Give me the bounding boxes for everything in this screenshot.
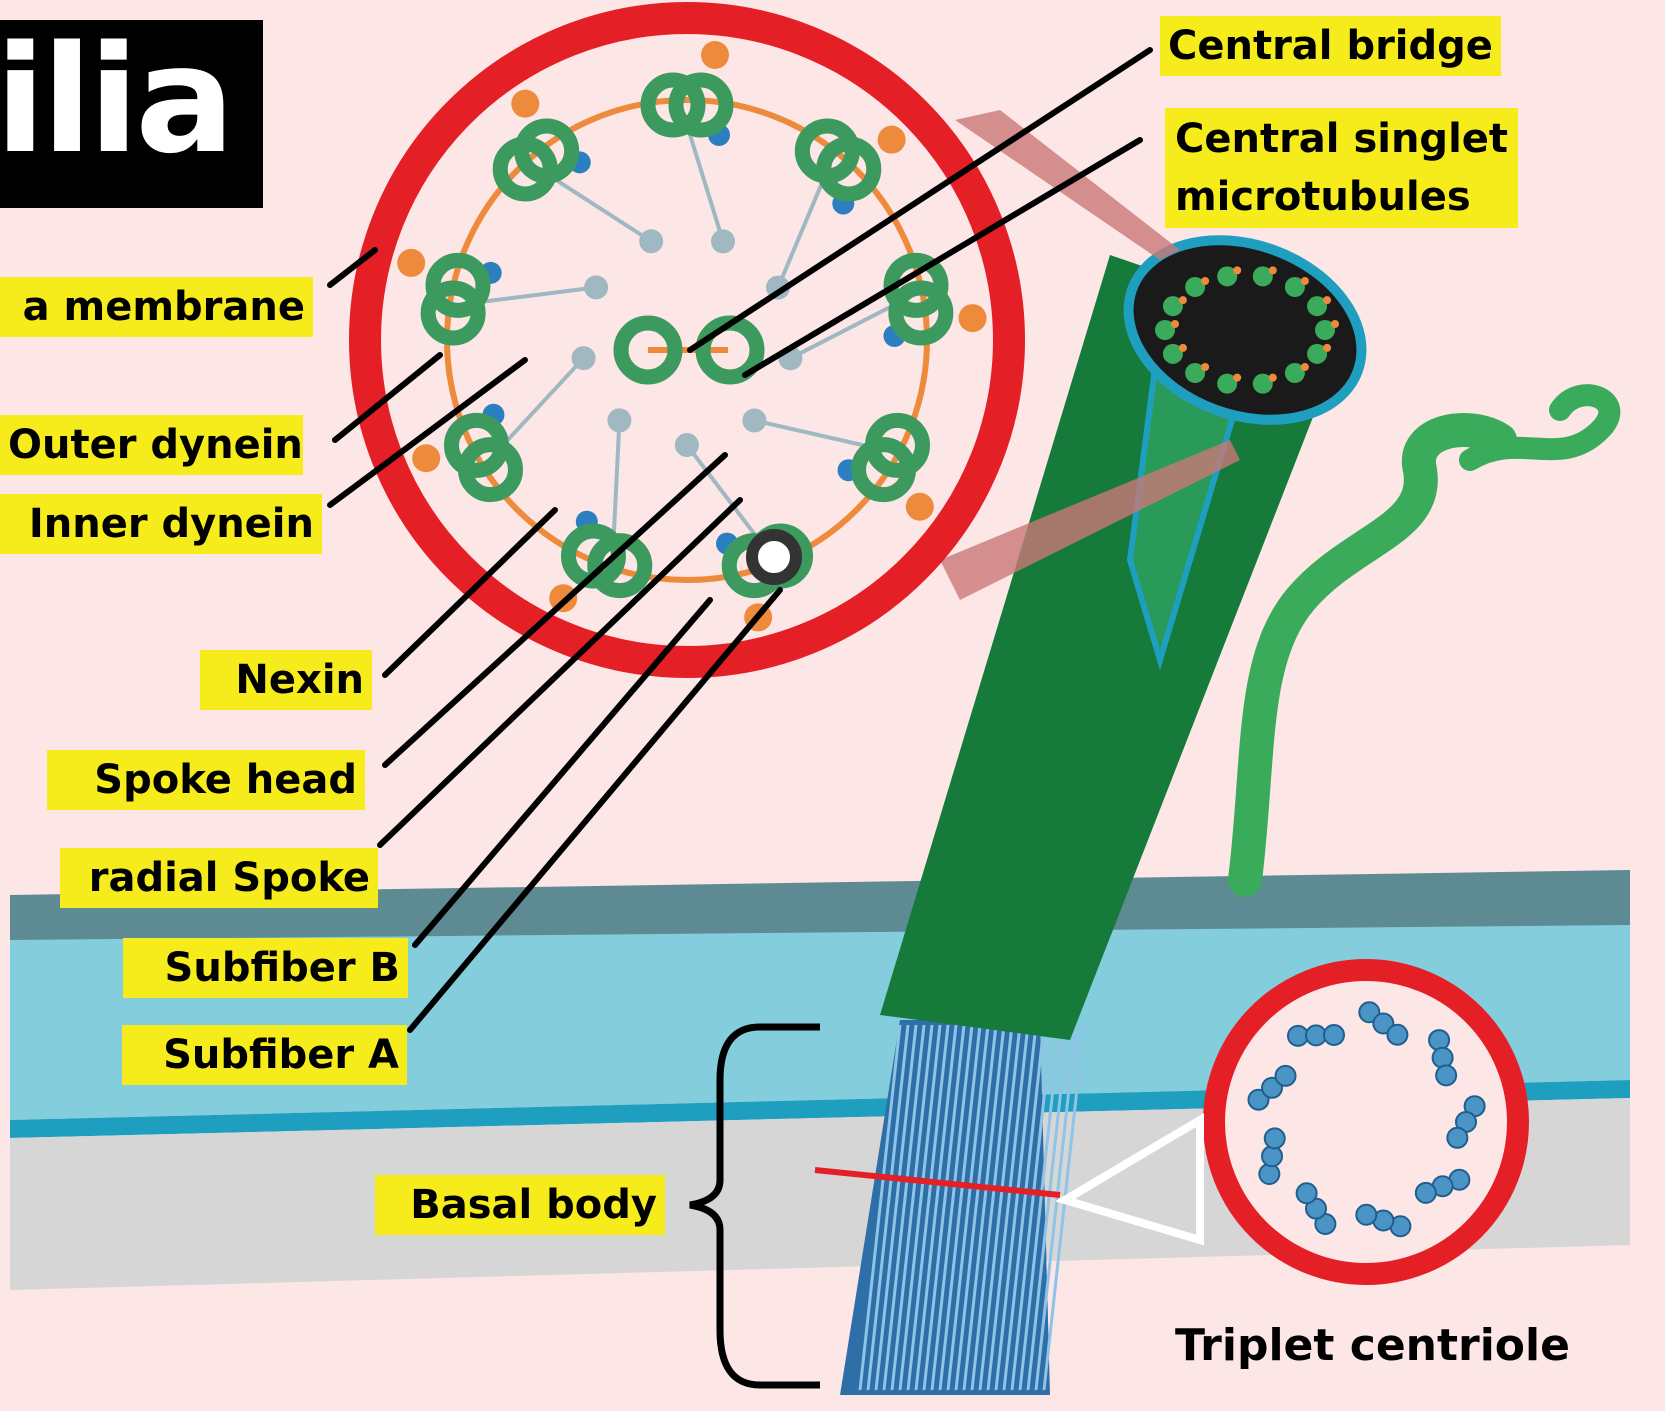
cilium-section-dynein	[1179, 296, 1187, 304]
centriole-triplet-tubule	[1262, 1146, 1282, 1166]
radial-spoke	[754, 420, 873, 447]
radial-spoke	[549, 175, 651, 241]
cilium-section-dynein	[1301, 363, 1309, 371]
centriole-triplet-tubule	[1324, 1025, 1344, 1045]
outer-dynein	[701, 41, 729, 69]
label-spoke-head: Spoke head	[47, 750, 365, 810]
centriole-triplet-tubule	[1387, 1025, 1407, 1045]
centriole-triplet-tubule	[1306, 1025, 1326, 1045]
centriole-triplet-tubule	[1259, 1164, 1279, 1184]
cilium-section-dynein	[1269, 266, 1277, 274]
radial-spoke	[790, 303, 898, 359]
outer-dynein	[878, 126, 906, 154]
label-membrane: a membrane	[0, 277, 313, 337]
radial-spoke	[613, 420, 619, 542]
centriole-triplet-tubule	[1433, 1048, 1453, 1068]
spoke-head	[639, 229, 663, 253]
spoke-head	[675, 433, 699, 457]
label-radial-spoke: radial Spoke	[60, 848, 378, 908]
label-triplet-centriole: Triplet centriole	[1175, 1320, 1570, 1371]
centriole-triplet-tubule	[1356, 1205, 1376, 1225]
cilium-section-dynein	[1301, 277, 1309, 285]
label-inner-dynein: Inner dynein	[0, 494, 322, 554]
label-central-singlet-line2: microtubules	[1175, 168, 1508, 226]
spoke-head	[711, 229, 735, 253]
cilium-section-dynein	[1269, 374, 1277, 382]
radial-spoke	[778, 175, 825, 287]
spoke-head	[572, 346, 596, 370]
cilium-section-dynein	[1323, 344, 1331, 352]
cilium-section-dynein	[1179, 344, 1187, 352]
label-nexin: Nexin	[200, 650, 372, 710]
outer-dynein	[412, 444, 440, 472]
label-subfiber-a: Subfiber A	[122, 1025, 407, 1085]
centriole-triplet-tubule	[1416, 1183, 1436, 1203]
flagellum-tail	[1245, 430, 1500, 880]
centriole-triplet-tubule	[1429, 1030, 1449, 1050]
spoke-head	[607, 408, 631, 432]
nexin-ring	[447, 100, 927, 580]
cilium-section-dynein	[1171, 320, 1179, 328]
outer-dynein	[906, 493, 934, 521]
label-central-singlet-line1: Central singlet	[1175, 110, 1508, 168]
page-title: ilia	[0, 20, 231, 186]
cilium-section-dynein	[1331, 320, 1339, 328]
label-outer-dynein: Outer dynein	[0, 415, 303, 475]
centriole-triplet-tubule	[1447, 1128, 1467, 1148]
radial-spoke	[475, 287, 596, 302]
label-basal-body: Basal body	[375, 1175, 665, 1235]
cilium-section-dynein	[1233, 374, 1241, 382]
label-subfiber-b: Subfiber B	[123, 938, 408, 998]
centriole-triplet-tubule	[1276, 1066, 1296, 1086]
label-central-bridge: Central bridge	[1160, 16, 1501, 76]
cilium-section-dynein	[1323, 296, 1331, 304]
cilium-section-dynein	[1233, 266, 1241, 274]
cilium-section-dynein	[1201, 277, 1209, 285]
outer-dynein	[959, 304, 987, 332]
subfiber-a-highlight	[752, 535, 796, 579]
cilium-section-dynein	[1201, 363, 1209, 371]
centriole-triplet-tubule	[1297, 1183, 1317, 1203]
centriole-triplet-tubule	[1288, 1026, 1308, 1046]
spoke-head	[584, 275, 608, 299]
outer-dynein	[397, 249, 425, 277]
outer-dynein	[511, 90, 539, 118]
centriole-triplet-tubule	[1436, 1065, 1456, 1085]
label-central-singlet: Central singlet microtubules	[1165, 108, 1518, 228]
centriole-triplet-tubule	[1265, 1128, 1285, 1148]
title-box: ilia	[0, 20, 263, 208]
spoke-head	[742, 408, 766, 432]
